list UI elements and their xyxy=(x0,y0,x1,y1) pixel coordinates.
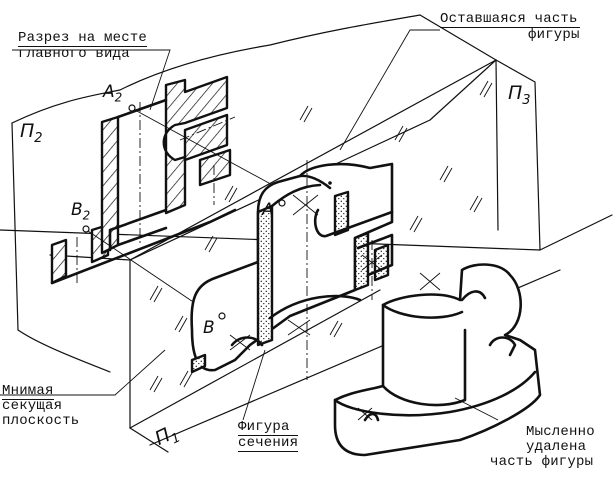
frontal-plane-p2 xyxy=(11,14,421,373)
point-label-b2: B2 xyxy=(71,200,91,223)
label-remaining-part: Оставшаяся часть фигуры xyxy=(440,11,580,43)
frontal-section-view xyxy=(50,75,301,321)
plane-label-p2: П2 xyxy=(20,120,43,146)
removed-figure xyxy=(333,263,542,457)
remaining-figure xyxy=(190,160,394,380)
point-label-a: A xyxy=(262,200,274,220)
point-label-a2: A2 xyxy=(103,82,123,105)
leader-lines xyxy=(0,29,499,421)
point-label-b: B xyxy=(203,318,215,338)
label-section-main-view: Разрез на месте главного вида xyxy=(18,30,148,62)
label-removed-part: Мысленно удалена часть фигуры xyxy=(490,424,595,470)
profile-plane-p3 xyxy=(129,14,541,261)
label-section-figure: Фигура сечения xyxy=(238,419,299,452)
plane-label-p3: П3 xyxy=(508,82,531,108)
label-imaginary-plane: Мнимая секущая плоскость xyxy=(2,383,80,429)
